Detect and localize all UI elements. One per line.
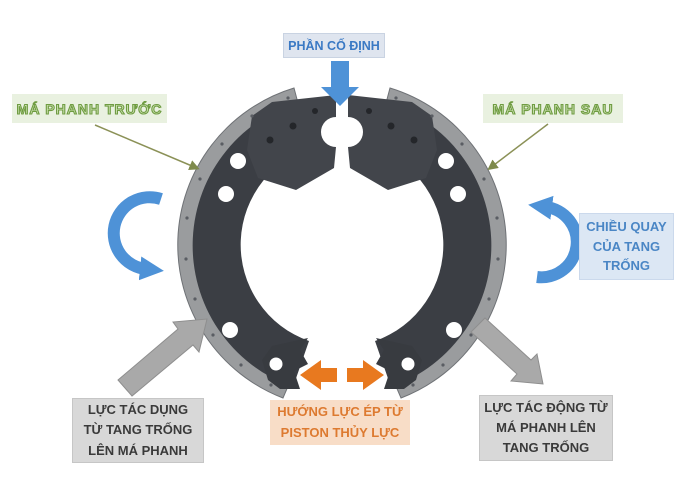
rotation-arrow-right-icon <box>528 195 583 284</box>
label-line: MÁ PHANH LÊN <box>496 419 596 435</box>
down-arrow-icon <box>321 61 359 106</box>
label-line: PHẦN CỐ ĐỊNH <box>288 38 380 53</box>
piston-arrow-left-icon <box>300 360 337 390</box>
label-force-drum-to-shoe: LỰC TÁC DỤNG TỪ TANG TRỐNG LÊN MÁ PHANH <box>72 398 204 463</box>
brake-shoe-left <box>177 87 336 399</box>
rotation-arrow-left-icon <box>107 191 164 281</box>
label-line: TRỐNG <box>603 258 650 274</box>
label-line: TANG TRỐNG <box>502 440 590 456</box>
label-line: CHIỀU QUAY <box>586 219 667 235</box>
label-line: LÊN MÁ PHANH <box>88 442 188 458</box>
label-line: TỪ TANG TRỐNG <box>83 422 193 438</box>
pointer-arrow-rear-icon <box>487 123 549 171</box>
force-arrow-lower-left-icon <box>117 318 208 397</box>
label-piston-force: HƯỚNG LỰC ÉP TỪ PISTON THỦY LỰC <box>270 400 410 445</box>
label-front-brake-shoe: MÁ PHANH TRƯỚC <box>12 94 167 123</box>
label-line: LỰC TÁC DỤNG <box>87 402 189 418</box>
piston-arrow-right-icon <box>347 360 384 390</box>
force-arrow-lower-right-icon <box>470 317 544 385</box>
label-force-shoe-to-drum: LỰC TÁC ĐỘNG TỪ MÁ PHANH LÊN TANG TRỐNG <box>479 395 613 461</box>
label-rear-brake-shoe: MÁ PHANH SAU <box>483 94 623 123</box>
label-line: MÁ PHANH SAU <box>492 100 614 117</box>
pointer-arrow-front-icon <box>94 124 200 171</box>
label-line: CỦA TANG <box>592 238 661 254</box>
label-drum-rotation: CHIỀU QUAY CỦA TANG TRỐNG <box>579 213 674 280</box>
label-fixed-part: PHẦN CỐ ĐỊNH <box>283 33 385 58</box>
brake-shoe-right <box>348 87 507 399</box>
label-line: PISTON THỦY LỰC <box>280 424 400 440</box>
label-line: LỰC TÁC ĐỘNG TỪ <box>484 399 608 415</box>
label-line: HƯỚNG LỰC ÉP TỪ <box>277 403 403 419</box>
label-line: MÁ PHANH TRƯỚC <box>16 100 163 117</box>
